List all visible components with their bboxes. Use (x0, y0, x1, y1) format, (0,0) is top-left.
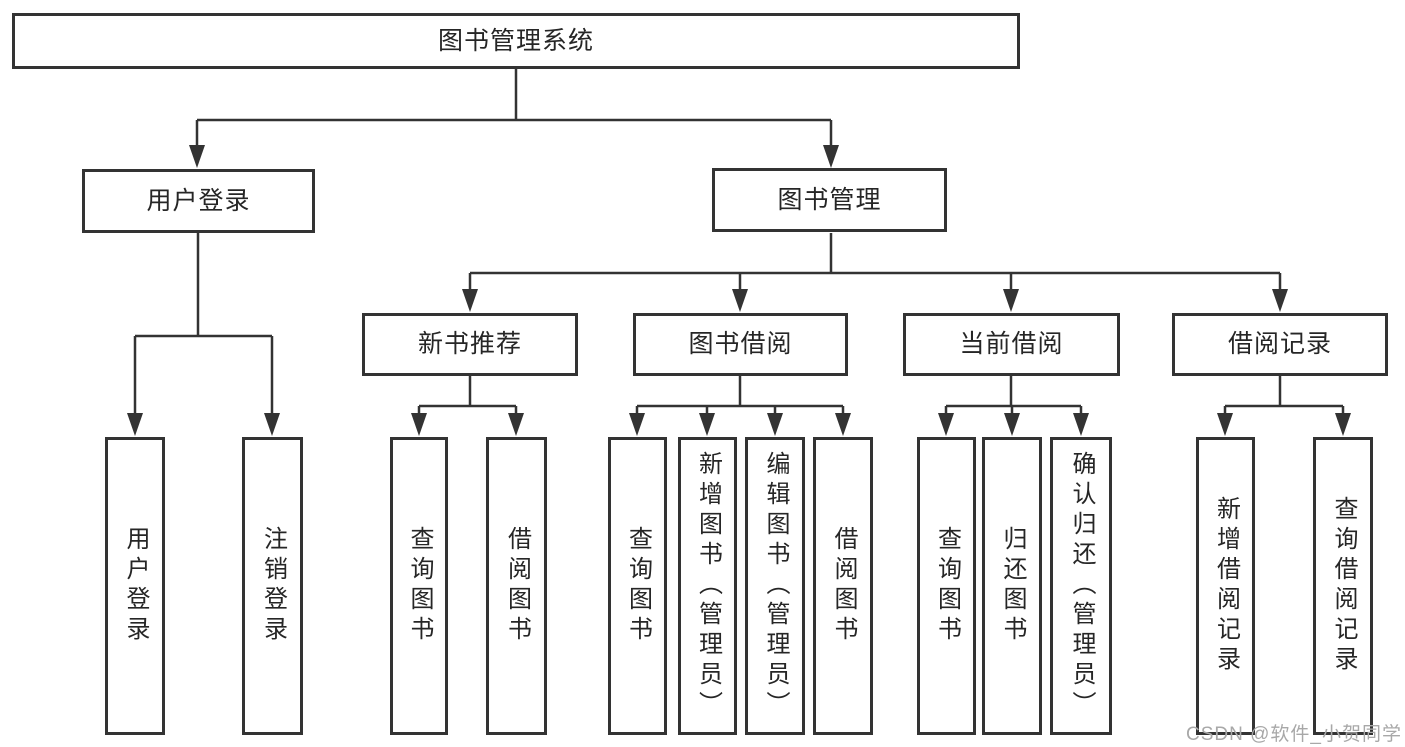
node-user-login: 用户登录 (82, 169, 315, 233)
leaf-add-book-admin: 新增图书（管理员） (678, 437, 737, 735)
leaf-borrow-books: 借阅图书 (813, 437, 873, 735)
leaf-confirm-return-admin: 确认归还（管理员） (1050, 437, 1112, 735)
node-library-management-system: 图书管理系统 (12, 13, 1020, 69)
node-new-book-recommend: 新书推荐 (362, 313, 578, 376)
leaf-add-borrow-record: 新增借阅记录 (1196, 437, 1255, 735)
node-current-borrow: 当前借阅 (903, 313, 1120, 376)
leaf-user-login: 用户登录 (105, 437, 165, 735)
leaf-query-books-current: 查询图书 (917, 437, 976, 735)
arrowheads (127, 145, 1351, 436)
leaf-query-books-borrow: 查询图书 (608, 437, 667, 735)
leaf-return-books: 归还图书 (982, 437, 1042, 735)
node-book-borrow: 图书借阅 (633, 313, 848, 376)
node-book-management: 图书管理 (712, 168, 947, 232)
watermark: CSDN @软件_小贺同学 (1186, 724, 1402, 745)
node-borrow-records: 借阅记录 (1172, 313, 1388, 376)
leaf-query-books-recommend: 查询图书 (390, 437, 448, 735)
leaf-edit-book-admin: 编辑图书（管理员） (745, 437, 805, 735)
leaf-borrow-books-recommend: 借阅图书 (486, 437, 547, 735)
leaf-logout: 注销登录 (242, 437, 303, 735)
leaf-query-borrow-record: 查询借阅记录 (1313, 437, 1373, 735)
